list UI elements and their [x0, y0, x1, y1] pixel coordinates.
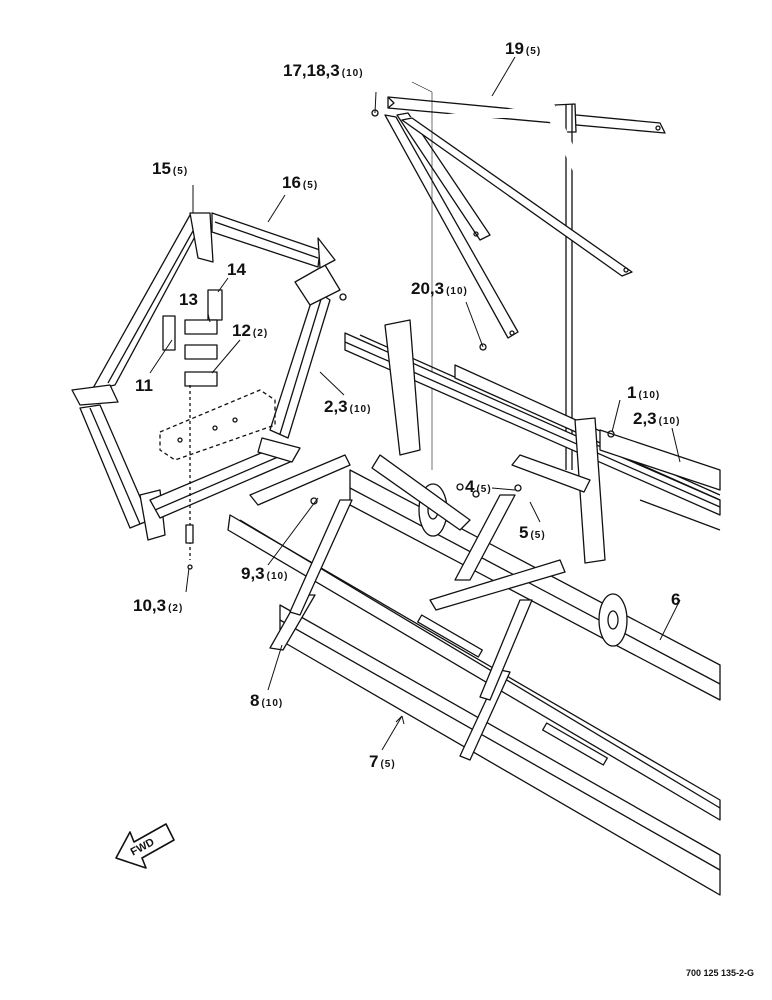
callout-19: 19(5) — [505, 39, 542, 58]
document-id: 700 125 135-2-G — [685, 968, 754, 978]
callout-9-3: 9,3(10) — [241, 564, 289, 583]
callout-20-3: 20,3(10) — [411, 279, 468, 298]
reel-arm-assembly — [384, 81, 666, 470]
callout-15: 15(5) — [152, 159, 189, 178]
reel-spider-frame — [71, 212, 341, 570]
callout-5: 5(5) — [519, 523, 546, 542]
callout-12: 12(2) — [232, 321, 269, 340]
callout-14: 14 — [227, 260, 246, 279]
callout-1: 1(10) — [627, 383, 661, 402]
forward-direction-arrow-icon: FWD — [115, 823, 175, 869]
callout-4: 4(5) — [465, 477, 492, 496]
callout-2-3-left: 2,3(10) — [324, 397, 372, 416]
callout-2-3-right: 2,3(10) — [633, 409, 681, 428]
callout-6: 6 — [671, 590, 681, 609]
callout-13: 13 — [179, 290, 198, 309]
leader-lines — [149, 56, 681, 751]
callout-11: 11 — [135, 376, 153, 395]
callout-7: 7(5) — [369, 752, 396, 771]
callout-10-3: 10,3(2) — [133, 596, 184, 615]
reel-body — [227, 109, 721, 896]
callout-16: 16(5) — [282, 173, 319, 192]
callout-17-18-3: 17,18,3(10) — [283, 61, 364, 80]
callout-8: 8(10) — [250, 691, 284, 710]
